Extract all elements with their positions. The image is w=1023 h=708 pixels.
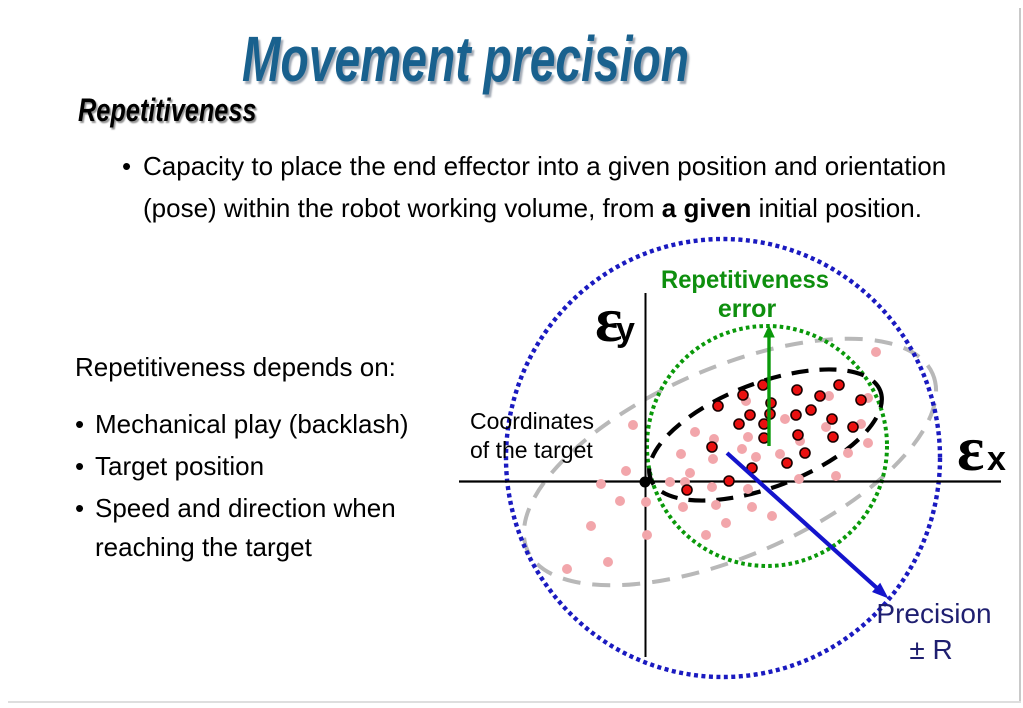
- svg-text:ε: ε: [957, 413, 984, 484]
- svg-text:Precision: Precision: [876, 598, 991, 629]
- svg-text:Coordinates: Coordinates: [470, 408, 594, 434]
- svg-text:x: x: [987, 440, 1006, 478]
- svg-text:error: error: [718, 295, 777, 323]
- svg-text:± R: ± R: [909, 634, 952, 665]
- svg-text:y: y: [616, 311, 635, 349]
- svg-text:ε: ε: [595, 284, 622, 355]
- svg-text:of the target: of the target: [470, 437, 593, 463]
- svg-text:Repetitiveness: Repetitiveness: [661, 266, 829, 294]
